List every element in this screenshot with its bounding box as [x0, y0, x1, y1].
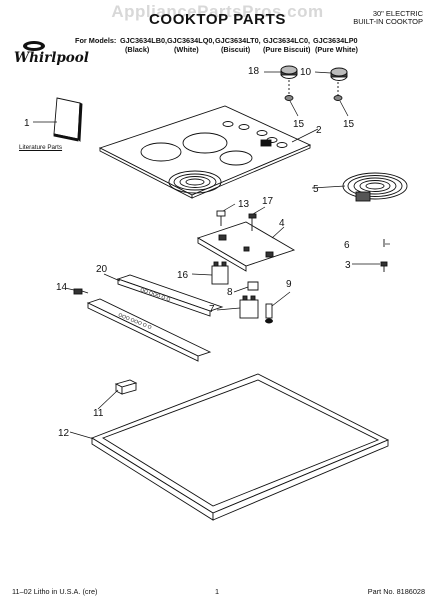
mounting-bracket — [114, 379, 138, 395]
knob-bezel — [284, 95, 343, 101]
model-number: GJC3634LT0, — [215, 36, 261, 45]
trim-strip: OO OOO O O — [116, 274, 224, 317]
subtitle-line-2: BUILT-IN COOKTOP — [353, 17, 423, 26]
model-number: GJC3634LP0 — [313, 36, 358, 45]
subtitle-line-1: 30" ELECTRIC — [372, 9, 423, 18]
indicator-light — [265, 303, 273, 324]
model-color: (Pure Biscuit) — [263, 45, 311, 54]
model-color: (Biscuit) — [221, 45, 251, 54]
indicator-switch — [247, 281, 259, 291]
callout-number: 15 — [293, 119, 305, 130]
footer-page-number: 1 — [215, 587, 220, 596]
whirlpool-swirl-icon — [23, 41, 45, 51]
infinite-switch — [239, 295, 259, 319]
callout-number: 20 — [96, 264, 108, 275]
control-knob — [280, 65, 298, 79]
callout-number: 7 — [209, 304, 215, 315]
model-color: (White) — [174, 45, 199, 54]
control-bracket — [196, 221, 296, 272]
trim-strip: OOO OOO O O — [86, 298, 212, 362]
literature-parts-label: Literature Parts — [19, 144, 63, 151]
radiant-surface-element — [342, 172, 408, 202]
screw — [380, 239, 388, 272]
callout-number: 3 — [345, 260, 351, 271]
watermark: AppliancePartsPros.com — [111, 2, 324, 21]
burner-box — [90, 373, 390, 521]
callout-number: 2 — [316, 125, 322, 136]
model-color: (Black) — [125, 45, 150, 54]
callout-number: 10 — [300, 67, 312, 78]
callout-number: 12 — [58, 428, 70, 439]
cooktop-glass — [98, 105, 312, 199]
model-color: (Pure White) — [315, 45, 358, 54]
callout-number: 14 — [56, 282, 68, 293]
infinite-switch — [211, 261, 229, 285]
screw — [73, 288, 89, 295]
callout-number: 13 — [238, 199, 250, 210]
model-number: GJC3634LC0, — [263, 36, 311, 45]
screw — [248, 213, 257, 231]
callout-number: 15 — [343, 119, 355, 130]
callout-numbers: 1 2 3 4 5 6 7 8 9 10 11 12 13 14 15 15 1… — [24, 66, 355, 439]
control-knob — [330, 67, 348, 81]
models-label: For Models: — [75, 36, 117, 45]
model-number: GJC3634LB0, — [120, 36, 168, 45]
subtitle: 30" ELECTRIC BUILT-IN COOKTOP — [353, 10, 423, 26]
leader-lines — [33, 71, 390, 440]
footer-part-number: Part No. 8186028 — [367, 587, 425, 596]
model-number: GJC3634LQ0, — [167, 36, 215, 45]
callout-number: 16 — [177, 270, 189, 281]
callout-number: 9 — [286, 279, 292, 290]
callout-number: 11 — [93, 408, 104, 419]
callout-number: 4 — [279, 218, 285, 229]
footer-print-info: 11–02 Litho in U.S.A. (cre) — [12, 587, 98, 596]
brand-logo: Whirlpool — [14, 50, 89, 66]
callout-number: 6 — [344, 240, 350, 251]
callout-number: 17 — [262, 196, 274, 207]
screw — [216, 210, 226, 226]
callout-number: 5 — [313, 184, 319, 195]
page-title: COOKTOP PARTS — [149, 11, 286, 28]
callout-number: 8 — [227, 287, 233, 298]
callout-number: 1 — [24, 118, 30, 129]
literature-booklet — [53, 97, 83, 143]
callout-number: 18 — [248, 66, 260, 77]
